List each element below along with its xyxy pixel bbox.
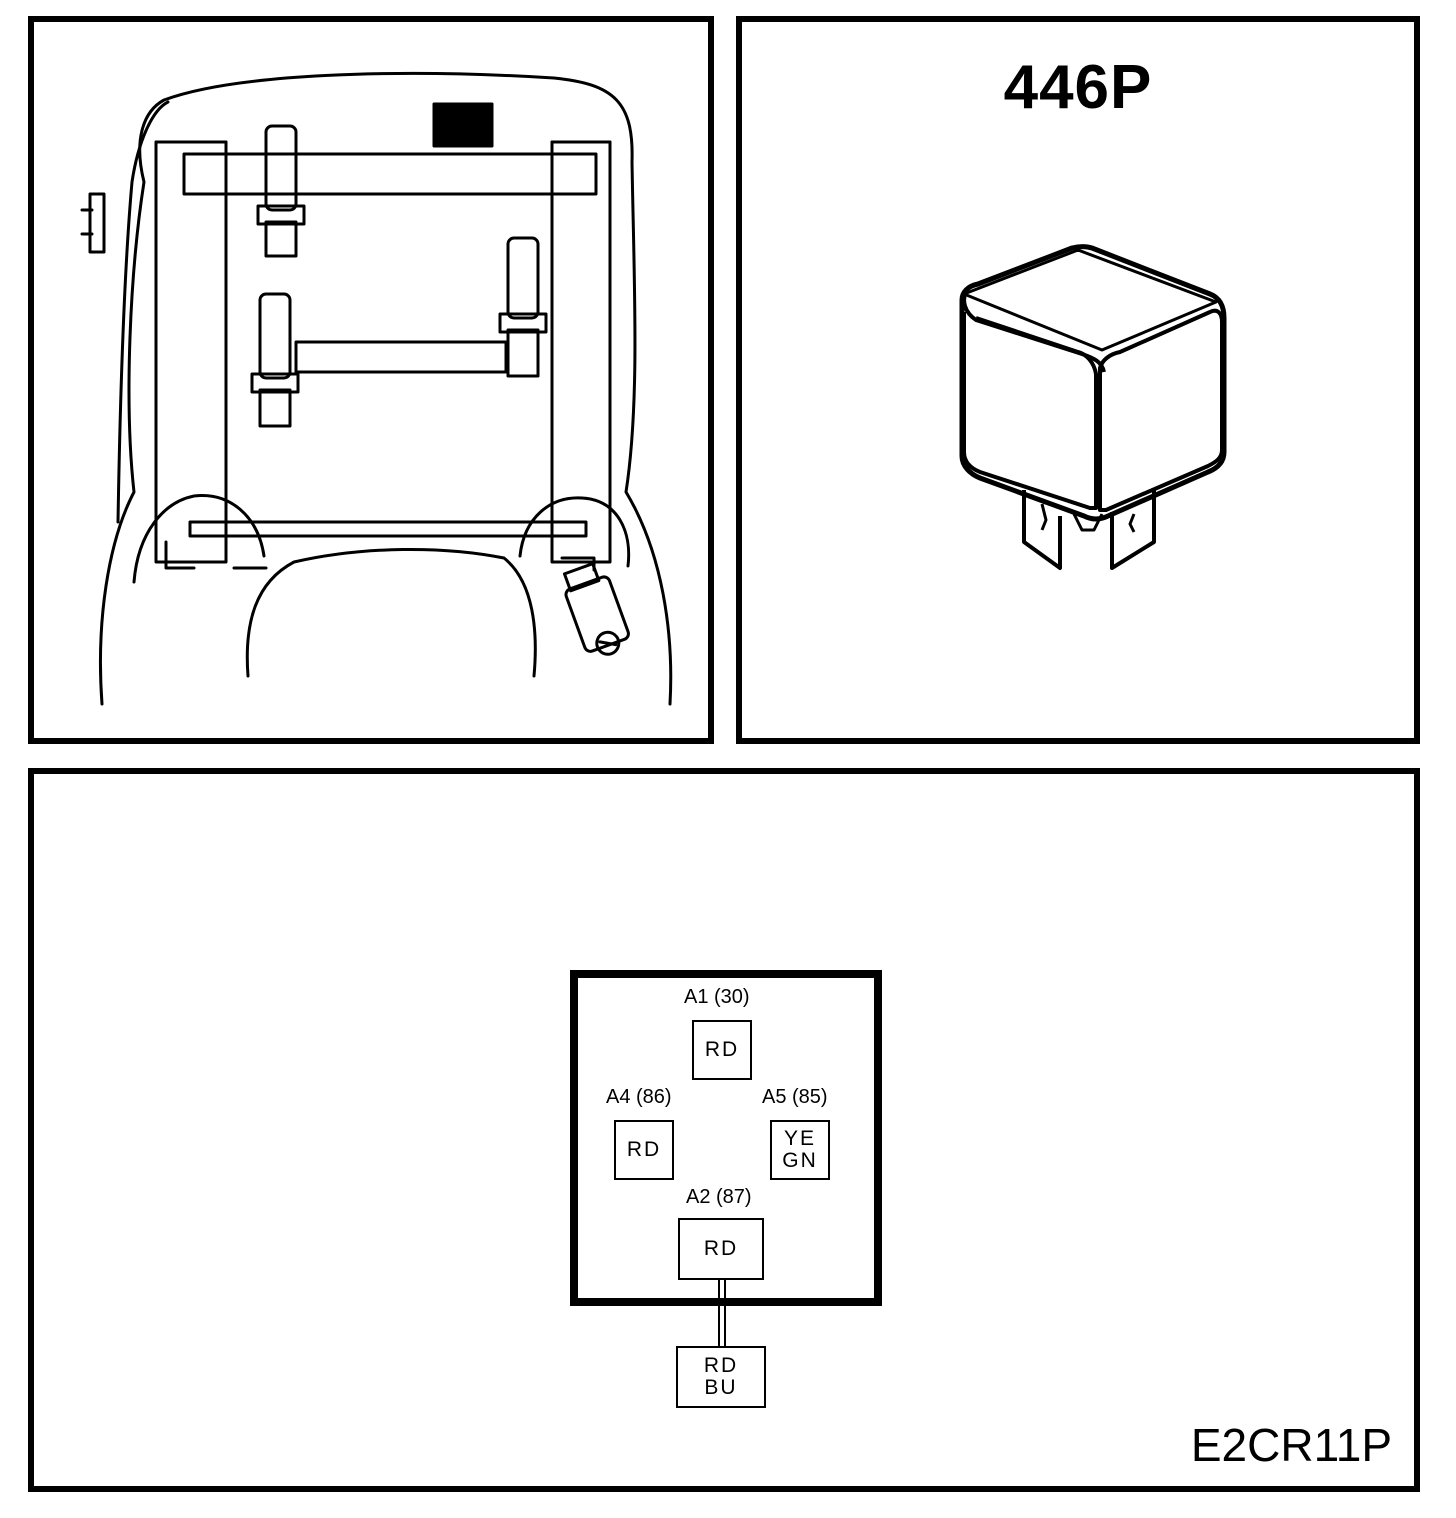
pin-a1-terminal: RD — [692, 1020, 752, 1080]
pin-a2-wire-color: RD — [703, 1237, 739, 1260]
pin-a4-wire-color: RD — [626, 1138, 662, 1161]
seat-frame-illustration — [80, 71, 673, 706]
harness-wire-label: RD BU — [676, 1346, 766, 1408]
pin-a5-wire-color-2: GN — [782, 1149, 818, 1172]
pin-a1-label: A1 (30) — [684, 986, 750, 1008]
pin-a2-terminal: RD — [678, 1218, 764, 1280]
relay-title: 446P — [1003, 53, 1153, 122]
seat-frame-panel — [28, 16, 714, 744]
pin-a4-terminal: RD — [614, 1120, 674, 1180]
harness-wire-color-2: BU — [704, 1376, 738, 1399]
harness-wire-color-1: RD — [703, 1354, 739, 1377]
pin-a2-label: A2 (87) — [686, 1186, 752, 1208]
diagram-code: E2CR11P — [1190, 1419, 1392, 1471]
relay-panel: 446P — [736, 16, 1420, 744]
pinout-wire — [718, 1274, 726, 1348]
pin-a5-wire-color-1: YE — [783, 1127, 816, 1150]
relay-illustration — [959, 244, 1227, 570]
pin-a4-label: A4 (86) — [606, 1086, 672, 1108]
pin-a1-wire-color: RD — [704, 1038, 740, 1061]
pinout-panel: A1 (30) RD A4 (86) RD A5 (85) YE GN A2 (… — [28, 768, 1420, 1492]
pin-a5-label: A5 (85) — [762, 1086, 828, 1108]
relay-socket-outline — [570, 970, 882, 1306]
pin-a5-terminal: YE GN — [770, 1120, 830, 1180]
